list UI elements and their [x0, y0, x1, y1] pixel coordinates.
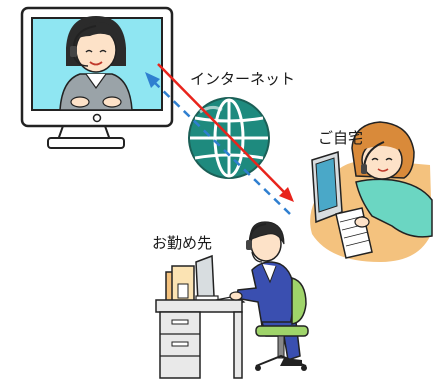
monitor-with-operator-icon: [20, 6, 174, 149]
connection-arrows: [145, 63, 294, 215]
office-worker-icon: [155, 221, 309, 379]
home-label: ご自宅: [318, 129, 364, 147]
internet-label: インターネット: [190, 70, 296, 88]
office-label: お勤め先: [152, 234, 213, 252]
home-worker-icon: [310, 121, 433, 262]
